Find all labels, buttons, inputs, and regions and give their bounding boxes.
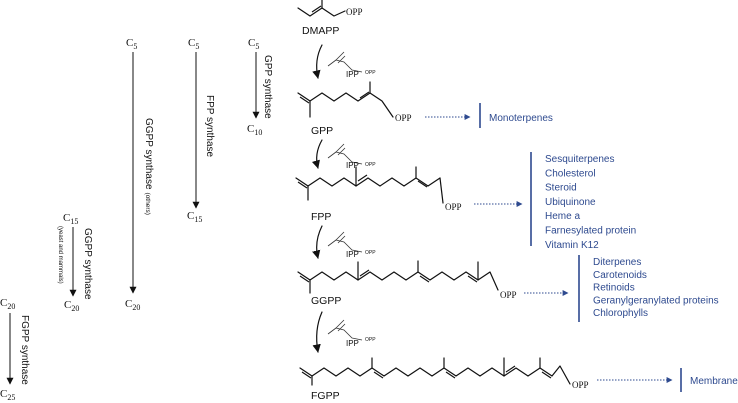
ggpp-product-item: Diterpenes bbox=[593, 257, 641, 268]
fgpps-end-label: C25 bbox=[0, 388, 15, 402]
gpp-product-item: Monoterpenes bbox=[489, 113, 553, 124]
fgpp-structure: OPP FGPP bbox=[299, 357, 589, 402]
ipp-step-2: IPP OPP bbox=[311, 139, 376, 170]
ipp-label-3: IPP bbox=[346, 250, 359, 259]
fpps-start-label: C5 bbox=[188, 37, 199, 51]
ggpp-label: GGPP bbox=[311, 295, 341, 307]
gpp-opp: OPP bbox=[395, 113, 412, 123]
fgpp-product-item: Membrane polar lipids bbox=[690, 376, 738, 387]
ipp-label-4: IPP bbox=[346, 339, 359, 348]
fgpps-label: FGPP synthase bbox=[19, 315, 30, 385]
fgpp-opp: OPP bbox=[572, 380, 589, 390]
fpp-product-item: Farnesylated protein bbox=[545, 226, 636, 237]
synthase-ggpps: C5 C20 GGPP synthase(others) bbox=[125, 37, 154, 312]
ipp-opp-2: OPP bbox=[365, 162, 376, 168]
ipp-opp-1: OPP bbox=[365, 70, 376, 76]
ggpps-start-label: C5 bbox=[126, 37, 137, 51]
ggpp-product-item: Geranylgeranylated proteins bbox=[593, 295, 719, 306]
ggpps-end-label: C20 bbox=[125, 298, 140, 312]
fgpps-start-label: C20 bbox=[0, 297, 15, 311]
ipp-step-1: IPP OPP bbox=[312, 44, 376, 79]
ggpps-yeast-end-label: C20 bbox=[64, 299, 79, 313]
ggpps-label: GGPP synthase(others) bbox=[143, 118, 154, 215]
fgpp-products: Membrane polar lipids bbox=[690, 376, 738, 387]
ggpp-product-item: Chlorophylls bbox=[593, 308, 648, 319]
fpp-product-item: Cholesterol bbox=[545, 168, 596, 179]
fgpp-label: FGPP bbox=[311, 390, 340, 402]
dmapp-structure: OPP DMAPP bbox=[297, 0, 363, 37]
dmapp-opp: OPP bbox=[346, 7, 363, 17]
fpp-product-item: Steroid bbox=[545, 183, 577, 194]
dmapp-label: DMAPP bbox=[302, 25, 339, 37]
fpp-product-item: Sesquiterpenes bbox=[545, 154, 615, 165]
fpp-label: FPP bbox=[311, 211, 331, 223]
ipp-label-1: IPP bbox=[346, 70, 359, 79]
gpp-structure: OPP GPP bbox=[297, 81, 412, 137]
ipp-step-4: IPP OPP bbox=[312, 311, 376, 353]
ggpps-yeast-note: (yeast and mammals) bbox=[57, 226, 63, 284]
ipp-opp-3: OPP bbox=[365, 250, 376, 256]
gpps-start-label: C5 bbox=[248, 37, 259, 51]
ggpp-product-item: Retinoids bbox=[593, 283, 635, 294]
gpp-products: Monoterpenes bbox=[489, 113, 553, 124]
gpps-label: GPP synthase bbox=[262, 55, 273, 119]
gpp-label: GPP bbox=[311, 125, 333, 137]
fpp-product-item: Ubiquinone bbox=[545, 197, 596, 208]
ggpps-yeast-start-label: C15 bbox=[63, 212, 78, 226]
gpps-end-label: C10 bbox=[247, 123, 262, 137]
fpps-end-label: C15 bbox=[187, 210, 202, 224]
fpp-opp: OPP bbox=[445, 202, 462, 212]
ggpps-yeast-label: GGPP synthase bbox=[82, 228, 93, 300]
fpp-product-item: Vitamin K12 bbox=[545, 240, 599, 251]
synthase-gpps: C5 C10 GPP synthase bbox=[247, 37, 273, 137]
fpp-products: SesquiterpenesCholesterolSteroidUbiquino… bbox=[545, 154, 636, 251]
synthase-ggpps-yeast: C15 C20 GGPP synthase (yeast and mammals… bbox=[57, 212, 93, 313]
ggpp-opp: OPP bbox=[500, 290, 517, 300]
fpp-product-item: Heme a bbox=[545, 211, 580, 222]
ggpp-products: DiterpenesCarotenoidsRetinoidsGeranylger… bbox=[593, 257, 719, 319]
ipp-label-2: IPP bbox=[346, 161, 359, 170]
ipp-opp-4: OPP bbox=[365, 337, 376, 343]
fpps-label: FPP synthase bbox=[204, 95, 215, 158]
synthase-fgpps: C20 C25 FGPP synthase bbox=[0, 297, 30, 402]
ipp-step-3: IPP OPP bbox=[312, 225, 376, 259]
ggpp-product-item: Carotenoids bbox=[593, 270, 647, 281]
fpp-structure: OPP FPP bbox=[295, 166, 462, 223]
synthase-fpps: C5 C15 FPP synthase bbox=[187, 37, 215, 224]
ggpp-structure: OPP GGPP bbox=[297, 260, 517, 307]
